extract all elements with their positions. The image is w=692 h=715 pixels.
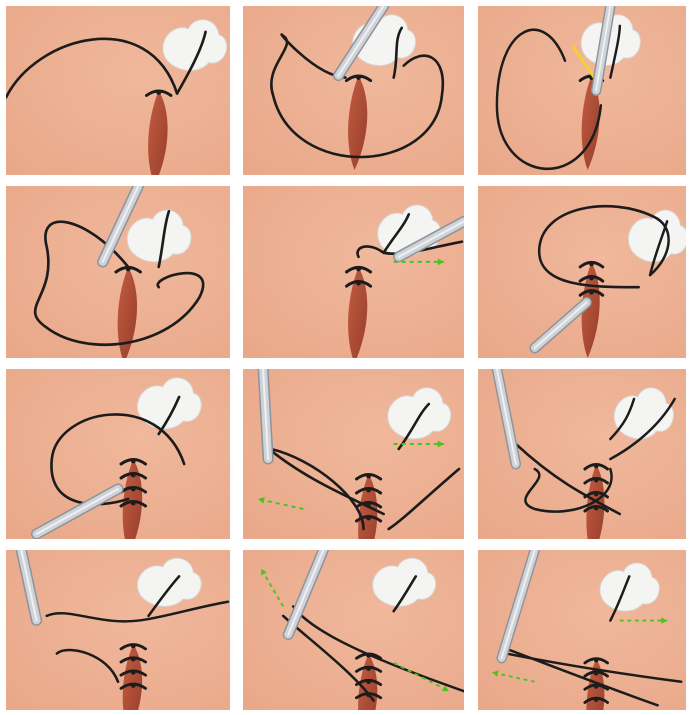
knot-center	[131, 644, 136, 649]
step-illustration	[478, 186, 686, 358]
knot-center	[356, 267, 361, 272]
knot-center	[594, 506, 599, 511]
step-illustration	[243, 186, 464, 358]
knot-center	[589, 261, 594, 266]
step-illustration	[6, 550, 230, 710]
step-panel-10	[6, 550, 230, 710]
step-illustration	[243, 6, 464, 175]
step-panel-9	[478, 369, 686, 539]
knot-center	[366, 516, 371, 521]
step-panel-3	[478, 6, 686, 175]
step-illustration	[243, 550, 464, 710]
knot-center	[366, 653, 371, 658]
step-panel-7	[6, 369, 230, 539]
knot-center	[594, 492, 599, 497]
knot-center	[594, 697, 599, 702]
knot-center	[131, 501, 136, 506]
knot-center	[156, 90, 161, 95]
step-illustration	[6, 6, 230, 175]
step-panel-4	[6, 186, 230, 358]
step-illustration	[6, 369, 230, 539]
knot-center	[356, 75, 361, 80]
knot-center	[366, 680, 371, 685]
knot-center	[366, 666, 371, 671]
knot-center	[131, 487, 136, 492]
knot-center	[131, 473, 136, 478]
knot-center	[131, 657, 136, 662]
knot-center	[589, 290, 594, 295]
knot-center	[131, 670, 136, 675]
knot-center	[131, 683, 136, 688]
step-panel-12	[478, 550, 686, 710]
step-panel-11	[243, 550, 464, 710]
knot-center	[589, 276, 594, 281]
step-panel-6	[478, 186, 686, 358]
step-illustration	[6, 186, 230, 358]
step-panel-1	[6, 6, 230, 175]
step-panel-2	[243, 6, 464, 175]
step-illustration	[243, 369, 464, 539]
knot-center	[594, 478, 599, 483]
step-panel-8	[243, 369, 464, 539]
knot-center	[366, 488, 371, 493]
knot-center	[594, 464, 599, 469]
step-illustration	[478, 550, 686, 710]
knot-center	[594, 658, 599, 663]
knot-center	[131, 459, 136, 464]
knot-center	[366, 693, 371, 698]
knot-center	[126, 267, 131, 272]
step-illustration	[478, 6, 686, 175]
knot-center	[366, 474, 371, 479]
knot-center	[356, 281, 361, 286]
step-illustration	[478, 369, 686, 539]
knot-center	[366, 502, 371, 507]
knot-center	[594, 671, 599, 676]
step-panel-5	[243, 186, 464, 358]
knot-center	[594, 684, 599, 689]
